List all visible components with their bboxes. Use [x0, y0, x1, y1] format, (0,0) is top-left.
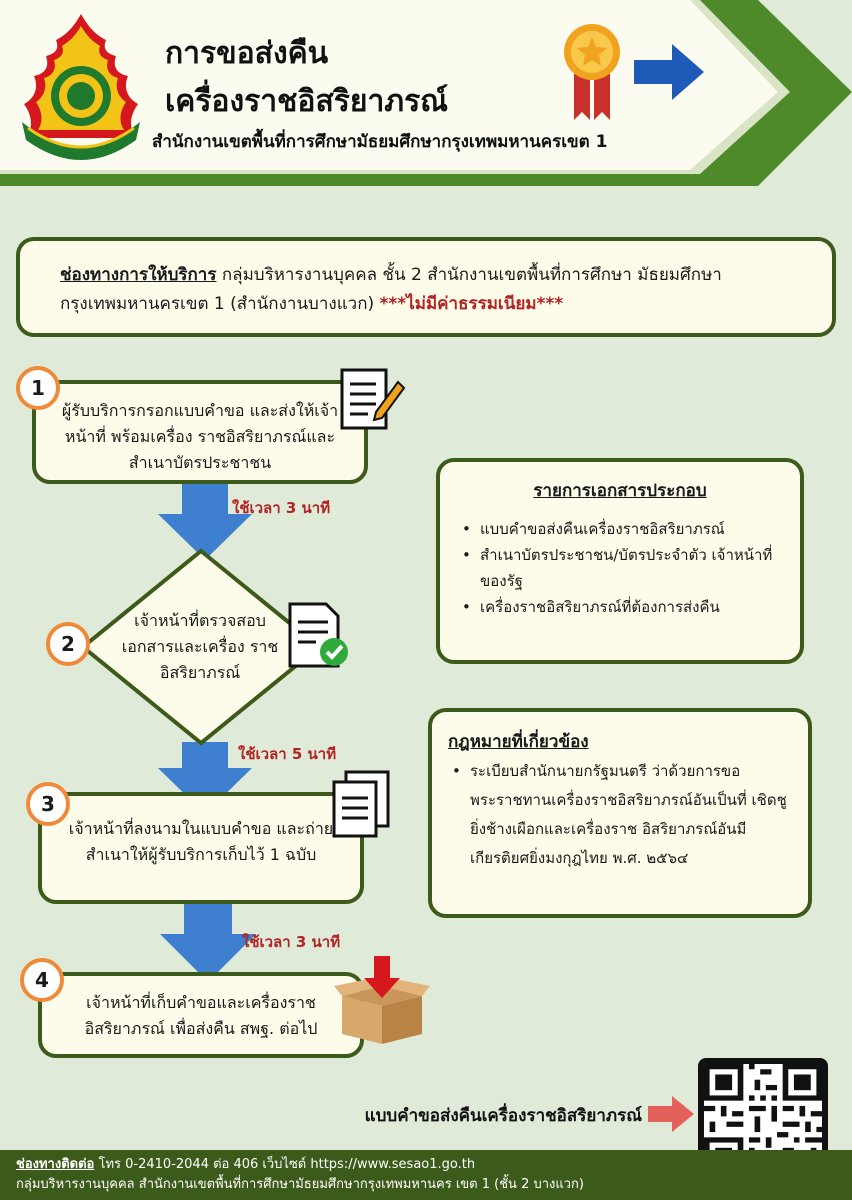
contact-label: ช่องทางติดต่อ	[16, 1157, 95, 1172]
step-3-text: เจ้าหน้าที่ลงนามในแบบคำขอ และถ่ายสำเนาให…	[68, 819, 334, 864]
documents-copy-icon	[332, 770, 390, 838]
footer: ช่องทางติดต่อ โทร 0-2410-2044 ต่อ 406 เว…	[0, 1150, 852, 1200]
page-title-line2: เครื่องราชอิสริยาภรณ์	[165, 84, 449, 119]
page-subtitle: สำนักงานเขตพื้นที่การศึกษามัธยมศึกษากรุง…	[152, 132, 608, 152]
footer-address: กลุ่มบริหารงานบุคคล สำนักงานเขตพื้นที่กา…	[16, 1177, 584, 1192]
step-3-number: 3	[26, 782, 70, 826]
step-1-text: ผู้รับบริการกรอกแบบคำขอ และส่งให้เจ้าหน้…	[61, 401, 339, 472]
document-check-icon	[288, 602, 348, 668]
step-2-diamond	[80, 548, 322, 746]
law-item: ระเบียบสำนักนายกรัฐมนตรี ว่าด้วยการขอ พร…	[448, 757, 792, 873]
step-4-box: เจ้าหน้าที่เก็บคำขอและเครื่องราช อิสริยา…	[38, 972, 364, 1058]
step-3-box: เจ้าหน้าที่ลงนามในแบบคำขอ และถ่ายสำเนาให…	[38, 792, 364, 904]
step-2-number: 2	[46, 622, 90, 666]
service-channel-text: กลุ่มบริหารงานบุคคล ชั้น 2 สำนักงานเขตพื…	[60, 265, 722, 314]
box-down-icon	[334, 956, 430, 1044]
step-1-number: 1	[16, 366, 60, 410]
pointer-arrow-icon	[648, 1096, 694, 1132]
law-box: กฎหมายที่เกี่ยวข้อง ระเบียบสำนักนายกรัฐม…	[428, 708, 812, 918]
contact-text: โทร 0-2410-2044 ต่อ 406 เว็บไซต์ https:/…	[94, 1157, 476, 1172]
document-item: สำเนาบัตรประชาชน/บัตรประจำตัว เจ้าหน้าที…	[458, 542, 782, 594]
document-edit-icon	[340, 368, 406, 430]
service-channel-box: ช่องทางการให้บริการ กลุ่มบริหารงานบุคคล …	[16, 237, 836, 337]
documents-box: รายการเอกสารประกอบ แบบคำขอส่งคืนเครื่องร…	[436, 458, 804, 664]
flow-arrows	[158, 478, 252, 814]
documents-heading: รายการเอกสารประกอบ	[533, 481, 707, 501]
step-2-time: ใช้เวลา 5 นาที	[238, 745, 337, 763]
law-heading: กฎหมายที่เกี่ยวข้อง	[448, 732, 589, 752]
document-item: เครื่องราชอิสริยาภรณ์ที่ต้องการส่งคืน	[458, 594, 782, 620]
step-1-box: ผู้รับบริการกรอกแบบคำขอ และส่งให้เจ้าหน้…	[32, 380, 368, 484]
agency-emblem-icon	[22, 14, 140, 160]
no-fee-note: ***ไม่มีค่าธรรมเนียม***	[379, 294, 564, 314]
document-item: แบบคำขอส่งคืนเครื่องราชอิสริยาภรณ์	[458, 516, 782, 542]
step-1-time: ใช้เวลา 3 นาที	[232, 499, 331, 517]
step-4-number: 4	[20, 958, 64, 1002]
step-2-text: เจ้าหน้าที่ตรวจสอบ เอกสารและเครื่อง ราชอ…	[121, 611, 279, 682]
medal-icon	[564, 24, 620, 120]
page-title-line1: การขอส่งคืน	[165, 36, 329, 71]
qr-label: แบบคำขอส่งคืนเครื่องราชอิสริยาภรณ์	[364, 1106, 642, 1126]
flow-arrow-4	[160, 904, 256, 982]
right-arrow-icon	[634, 44, 704, 100]
step-4-text: เจ้าหน้าที่เก็บคำขอและเครื่องราช อิสริยา…	[84, 993, 318, 1038]
service-channel-label: ช่องทางการให้บริการ	[60, 265, 217, 285]
step-3-time: ใช้เวลา 3 นาที	[242, 933, 341, 951]
